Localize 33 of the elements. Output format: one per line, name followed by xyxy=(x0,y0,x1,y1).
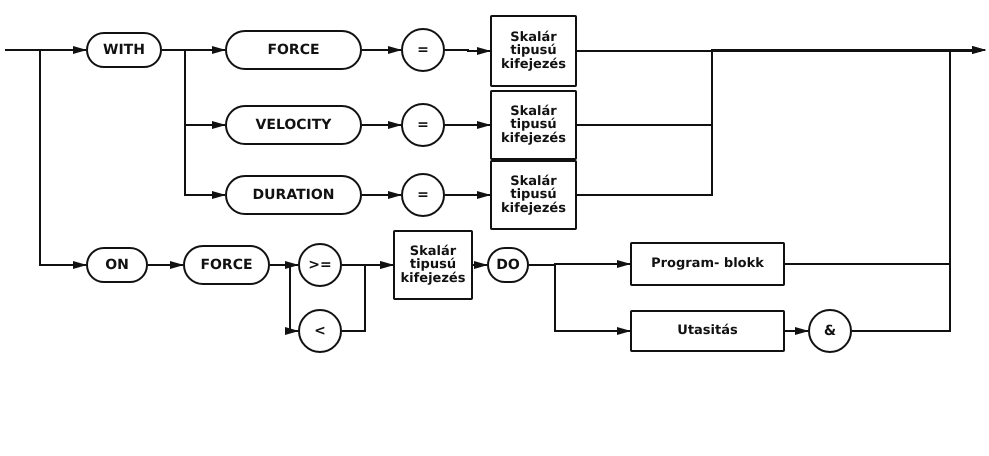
arrow xyxy=(342,261,394,332)
keyword-pill: DURATION xyxy=(225,175,362,215)
keyword-pill: DO xyxy=(487,247,529,283)
keyword-pill: VELOCITY xyxy=(225,105,362,145)
symbol-circle: = xyxy=(401,103,445,147)
arrow xyxy=(362,121,402,129)
keyword-pill: FORCE xyxy=(183,245,270,285)
nonterminal-box: Skalár tipusú kifejezés xyxy=(490,15,577,87)
nonterminal-box: Program- blokk xyxy=(630,242,785,286)
arrow xyxy=(445,47,491,55)
arrow xyxy=(473,261,488,269)
arrow xyxy=(852,46,986,332)
nonterminal-box: Skalár tipusú kifejezés xyxy=(490,90,577,160)
arrow xyxy=(785,327,809,335)
keyword-pill: FORCE xyxy=(225,30,362,70)
nonterminal-box: Skalár tipusú kifejezés xyxy=(393,230,473,300)
symbol-circle: < xyxy=(298,309,342,353)
arrow xyxy=(362,191,402,199)
keyword-pill: WITH xyxy=(86,32,162,68)
arrow xyxy=(148,261,184,269)
arrow xyxy=(445,121,491,129)
nonterminal-box: Utasitás xyxy=(630,310,785,352)
nonterminal-box: Skalár tipusú kifejezés xyxy=(490,160,577,230)
symbol-circle: = xyxy=(401,28,445,72)
arrow xyxy=(5,49,87,269)
symbol-circle: >= xyxy=(298,243,342,287)
arrow xyxy=(162,49,226,199)
keyword-pill: ON xyxy=(86,247,148,283)
arrow xyxy=(362,46,402,54)
arrow xyxy=(529,264,631,335)
symbol-circle: & xyxy=(808,309,852,353)
arrow xyxy=(445,191,491,199)
symbol-circle: = xyxy=(401,173,445,217)
